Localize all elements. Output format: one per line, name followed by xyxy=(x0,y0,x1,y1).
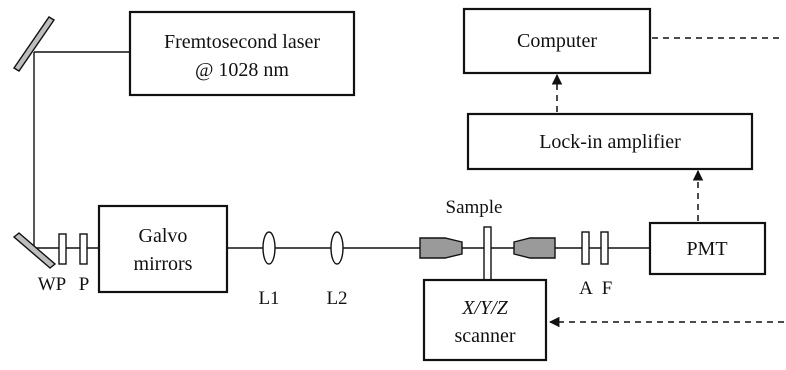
lens-l2-label: L2 xyxy=(326,288,347,309)
laser-box xyxy=(128,10,356,97)
lens-l1-label: L1 xyxy=(258,288,279,309)
pmt-box xyxy=(648,221,767,276)
filter xyxy=(600,231,609,265)
polarizer-label: P xyxy=(79,274,90,295)
analyzer-label: A xyxy=(579,278,593,299)
focusing-objective xyxy=(419,237,463,259)
scanner-label-line2: scanner xyxy=(454,325,515,347)
waveplate-label: WP xyxy=(38,274,67,295)
collecting-objective xyxy=(513,237,556,259)
lockin-label: Lock-in amplifier xyxy=(539,131,681,153)
sample-slide xyxy=(483,226,492,286)
laser-label-line1: Fremtosecond laser xyxy=(164,31,320,53)
polarizer xyxy=(79,233,88,265)
galvo-label-line2: mirrors xyxy=(134,253,193,275)
computer-box xyxy=(462,7,652,75)
waveplate xyxy=(58,233,67,265)
scanner-label-line1: X/Y/Z xyxy=(461,297,508,319)
sample-label: Sample xyxy=(446,197,503,218)
laser-label-line2: @ 1028 nm xyxy=(195,59,289,81)
lockin-box xyxy=(466,112,754,171)
lens-l2 xyxy=(330,231,344,265)
pmt-label: PMT xyxy=(686,238,727,260)
galvo-label-line1: Galvo xyxy=(139,225,188,247)
filter-label: F xyxy=(602,278,613,299)
analyzer xyxy=(581,231,590,265)
galvo-box xyxy=(97,204,229,294)
top-mirror xyxy=(13,16,55,72)
computer-label: Computer xyxy=(517,30,597,52)
bottom-mirror xyxy=(12,232,57,269)
scanner-box xyxy=(422,278,548,362)
lens-l1 xyxy=(262,231,276,265)
